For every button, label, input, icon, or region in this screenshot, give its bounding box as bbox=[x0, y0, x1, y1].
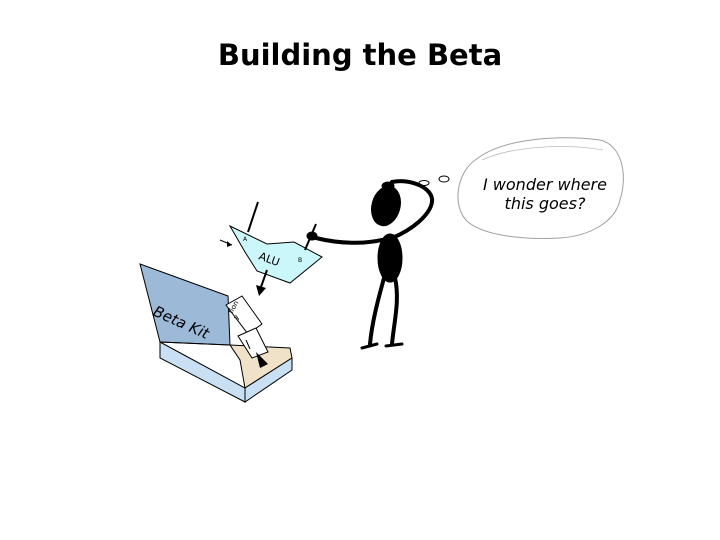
thought-bubble bbox=[457, 137, 624, 239]
card-text-2: y bbox=[232, 313, 241, 321]
stick-figure bbox=[306, 179, 434, 350]
alu-input-b: B bbox=[298, 257, 302, 264]
thought-dot-large bbox=[438, 175, 450, 183]
slide-title: Building the Beta bbox=[217, 38, 503, 72]
thought-text: I wonder where this goes? bbox=[470, 175, 620, 213]
alu-input-a: A bbox=[243, 236, 248, 243]
alu-component bbox=[219, 201, 323, 296]
thought-line-1: I wonder where bbox=[483, 175, 607, 194]
thought-line-2: this goes? bbox=[504, 194, 586, 213]
beta-kit-box bbox=[139, 263, 293, 403]
